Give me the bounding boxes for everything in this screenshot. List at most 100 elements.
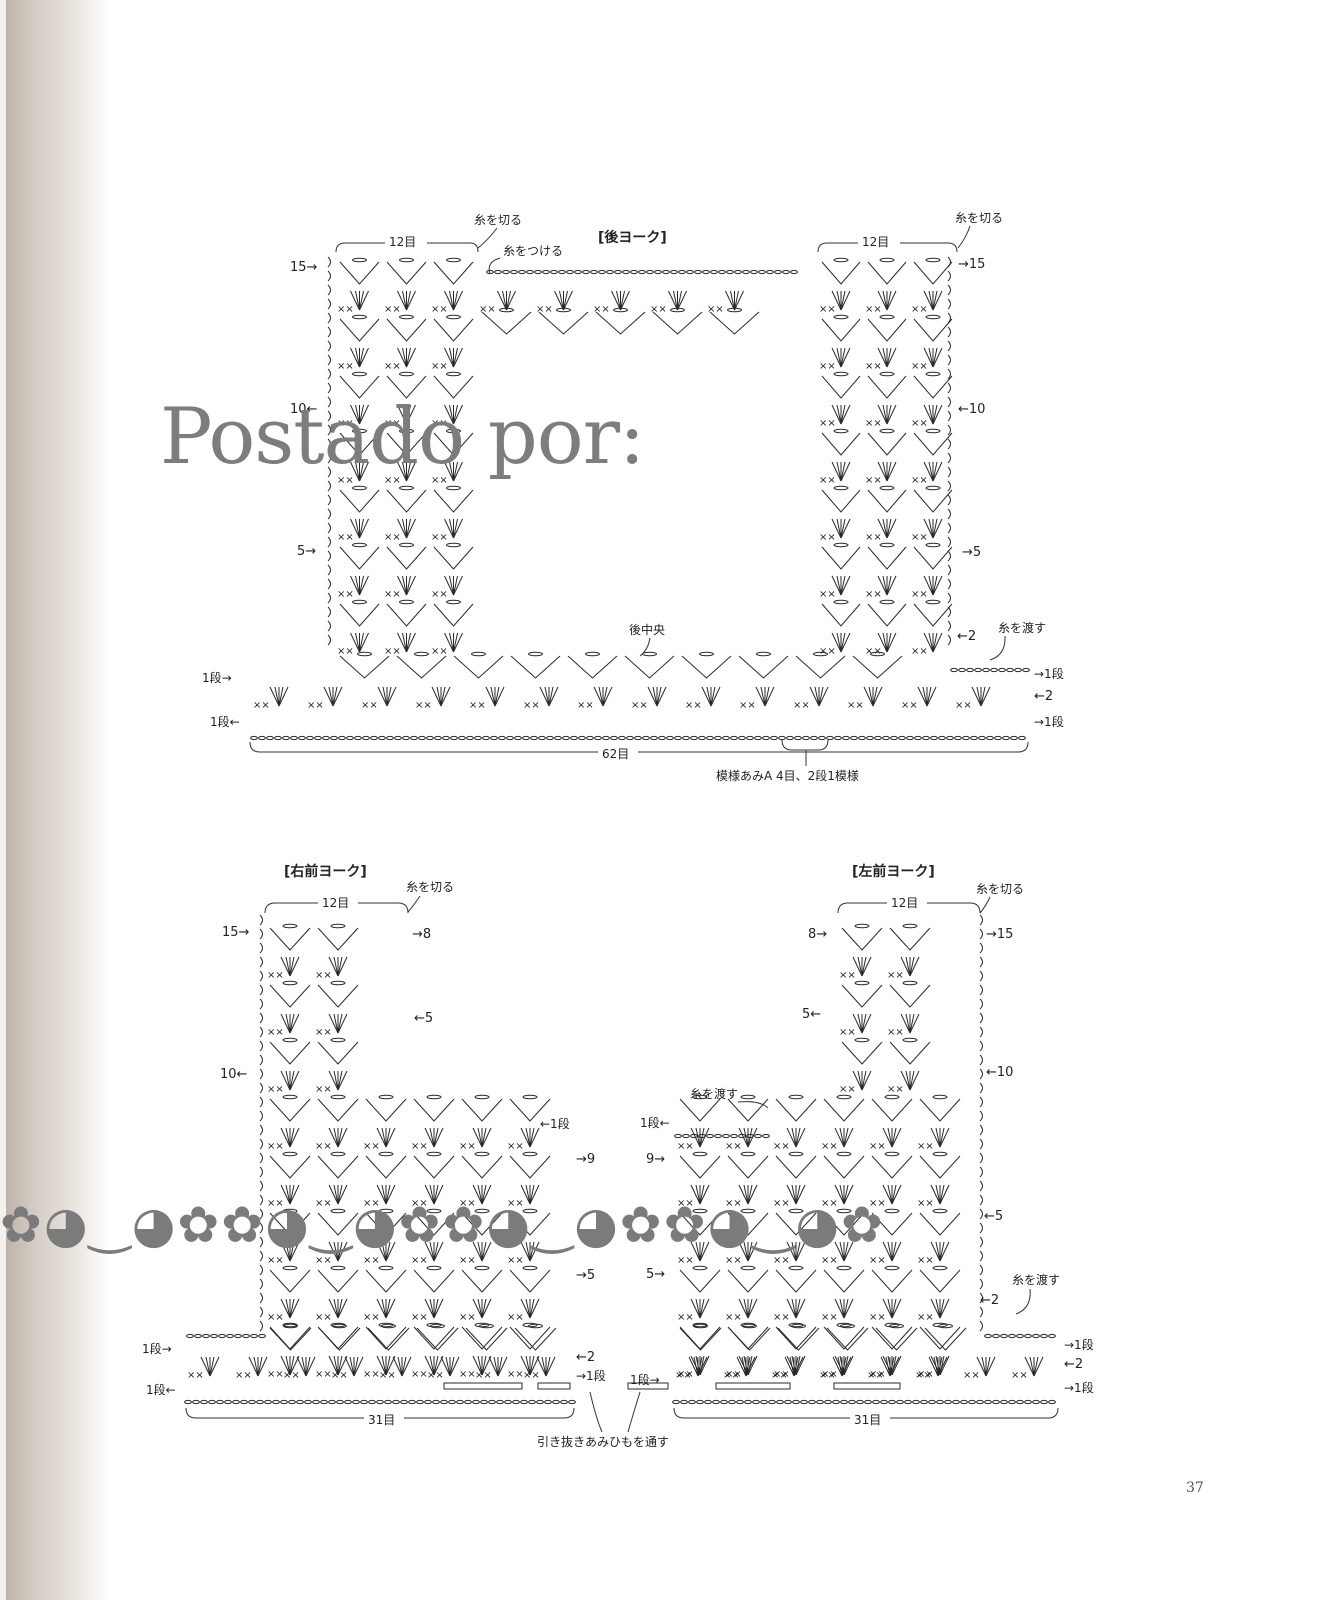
back-left-strap-fan-stitches [359, 575, 364, 596]
right-front-base-fan-stitches [397, 1356, 403, 1377]
back-right-strap-fan-stitches [831, 461, 842, 482]
left-front-v-stitches [679, 1212, 721, 1236]
right-front-foundation-chain [264, 1399, 272, 1405]
right-front-fan-stitches [376, 1241, 387, 1262]
left-front-yoke: [左前ヨーク] 糸を切る 12目 8→ →15 5← ←10 糸を渡す 1段← … [630, 863, 1094, 1427]
right-front-edge-hooks [259, 1320, 263, 1332]
back-base-fan-stitches [656, 686, 667, 707]
back-right-strap-v-stitches [879, 371, 895, 377]
right-front-fan-stitches [280, 1013, 291, 1034]
back-right-edge-hooks [947, 508, 951, 520]
back-top-band-fan-stitches [559, 290, 564, 311]
right-front-foundation-chain [224, 1399, 232, 1405]
back-top-chain-stitches [518, 269, 526, 275]
left-front-fan-stitches [891, 1184, 902, 1205]
left-front-mid-carried-yarn-chain [682, 1133, 690, 1139]
back-base-fan-stitches: ×× [685, 700, 702, 711]
left-front-base-fan-stitches [688, 1356, 699, 1377]
back-top-band-v-stitches [538, 311, 589, 335]
left-front-edge-hooks [979, 1278, 983, 1290]
right-front-foundation-chain [288, 1399, 296, 1405]
right-front-row-15: 15→ [222, 925, 250, 940]
right-front-fan-stitches [328, 1070, 339, 1091]
right-front-fan-stitches [481, 1184, 487, 1205]
left-front-edge-hooks [979, 1180, 983, 1192]
left-front-mid-carried-yarn-chain [738, 1133, 746, 1139]
right-front-fan-stitches [525, 1184, 531, 1205]
back-left-strap-fan-stitches [449, 575, 454, 596]
left-front-fan-stitches: ×× [773, 1141, 790, 1152]
left-front-foundation-chain [768, 1399, 776, 1405]
back-left-strap-fan-stitches [453, 461, 463, 482]
right-front-foundation-chain [440, 1399, 448, 1405]
right-front-fan-stitches [433, 1355, 439, 1376]
back-left-edge-hooks [327, 270, 331, 282]
back-left-edge-hooks [327, 522, 331, 534]
back-top-chain-stitches [630, 269, 638, 275]
back-base-v-stitches [870, 651, 885, 657]
back-right-strap-fan-stitches: ×× [911, 646, 928, 657]
back-foundation-chain-stitches [570, 735, 578, 741]
back-foundation-chain-stitches [466, 735, 474, 741]
left-front-foundation-chain [1040, 1399, 1048, 1405]
back-base-fan-stitches: ×× [253, 700, 270, 711]
back-right-strap-fan-stitches [932, 461, 938, 482]
back-left-strap-fan-stitches [406, 461, 416, 482]
back-top-band-fan-stitches: ×× [479, 304, 496, 315]
left-front-base-fan-stitches [841, 1356, 847, 1377]
back-left-edge-hooks [327, 382, 331, 394]
back-left-strap-v-stitches [399, 599, 414, 605]
left-front-base-fan-stitches [793, 1356, 799, 1377]
left-front-fan-stitches [834, 1127, 845, 1148]
right-front-edge-hooks [259, 1306, 263, 1318]
back-right-strap-fan-stitches: ×× [819, 475, 836, 486]
back-right-edge-hooks [947, 438, 951, 450]
right-front-base-fan-stitches [209, 1356, 215, 1377]
left-front-row-9: 9→ [646, 1152, 665, 1167]
back-right-strap-v-stitches [925, 485, 941, 491]
back-foundation-chain-stitches [618, 735, 626, 741]
left-front-fan-stitches [843, 1355, 849, 1376]
right-front-foundation-chain [520, 1399, 528, 1405]
back-left-strap-v-stitches [339, 603, 380, 627]
left-front-base-fan-stitches [880, 1356, 891, 1377]
right-front-v-stitches [413, 1269, 455, 1293]
right-front-fan-stitches [289, 1127, 300, 1148]
right-front-fan-stitches [385, 1298, 396, 1319]
right-front-fan-stitches [337, 1241, 348, 1262]
back-left-edge-hooks [327, 494, 331, 506]
back-left-strap-v-stitches [446, 485, 461, 491]
left-front-foundation-chain [928, 1399, 936, 1405]
right-front-base-fan-stitches [205, 1356, 211, 1377]
right-front-v-stitches [282, 1094, 298, 1100]
back-right-strap-fan-stitches [923, 404, 934, 425]
back-foundation-chain-stitches [922, 735, 930, 741]
back-right-edge-hooks [947, 270, 951, 282]
left-front-mid-carried-yarn-chain [698, 1133, 706, 1139]
left-front-fan-stitches [839, 1127, 845, 1148]
back-left-strap-fan-stitches [453, 404, 463, 425]
back-left-strap-fan-stitches [402, 347, 407, 368]
right-front-foundation-chain [352, 1399, 360, 1405]
left-front-edge-hooks [979, 1082, 983, 1094]
right-front-fan-stitches [285, 1070, 291, 1091]
back-left-strap-fan-stitches: ×× [384, 589, 401, 600]
left-front-fan-stitches [791, 1127, 797, 1148]
back-foundation-chain-stitches [938, 735, 946, 741]
back-foundation-chain-stitches [450, 735, 458, 741]
right-front-v-stitches [509, 1326, 551, 1350]
back-top-chain-stitches [750, 269, 758, 275]
back-left-edge-hooks [327, 424, 331, 436]
right-front-fan-stitches [289, 1070, 295, 1091]
back-base-fan-stitches [917, 686, 928, 707]
back-row-2-bottom-right: ←2 [1034, 689, 1053, 704]
left-front-mid-carried-yarn-chain [690, 1133, 698, 1139]
back-left-strap-v-stitches [386, 546, 427, 570]
right-front-edge-hooks [259, 956, 263, 968]
back-right-strap-v-stitches [867, 489, 907, 513]
right-front-v-stitches [509, 1155, 551, 1179]
back-left-strap-fan-stitches [355, 461, 360, 482]
back-foundation-chain-stitches [706, 735, 714, 741]
left-front-fan-stitches: ×× [821, 1141, 838, 1152]
left-front-fan-stitches [795, 1355, 806, 1376]
